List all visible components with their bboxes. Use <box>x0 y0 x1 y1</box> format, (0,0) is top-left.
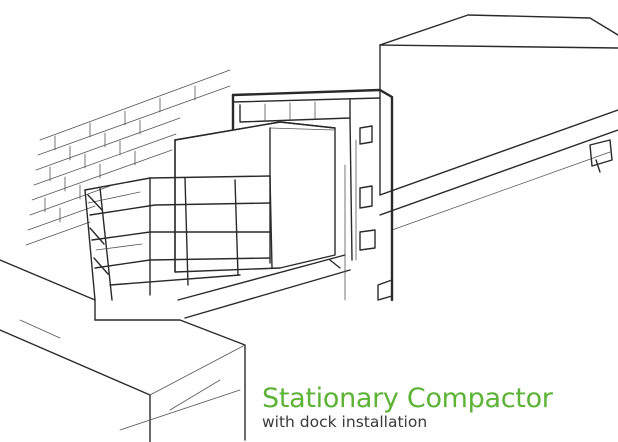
compactor-frame <box>231 88 394 302</box>
container-body <box>379 14 618 231</box>
caption-subtitle: with dock installation <box>262 413 428 431</box>
brick-wall <box>25 69 231 246</box>
caption-title: Stationary Compactor <box>262 383 553 414</box>
loading-dock <box>0 254 351 442</box>
safety-railing <box>84 175 273 301</box>
hopper <box>174 121 336 273</box>
caption: Stationary Compactor with dock installat… <box>262 383 553 432</box>
